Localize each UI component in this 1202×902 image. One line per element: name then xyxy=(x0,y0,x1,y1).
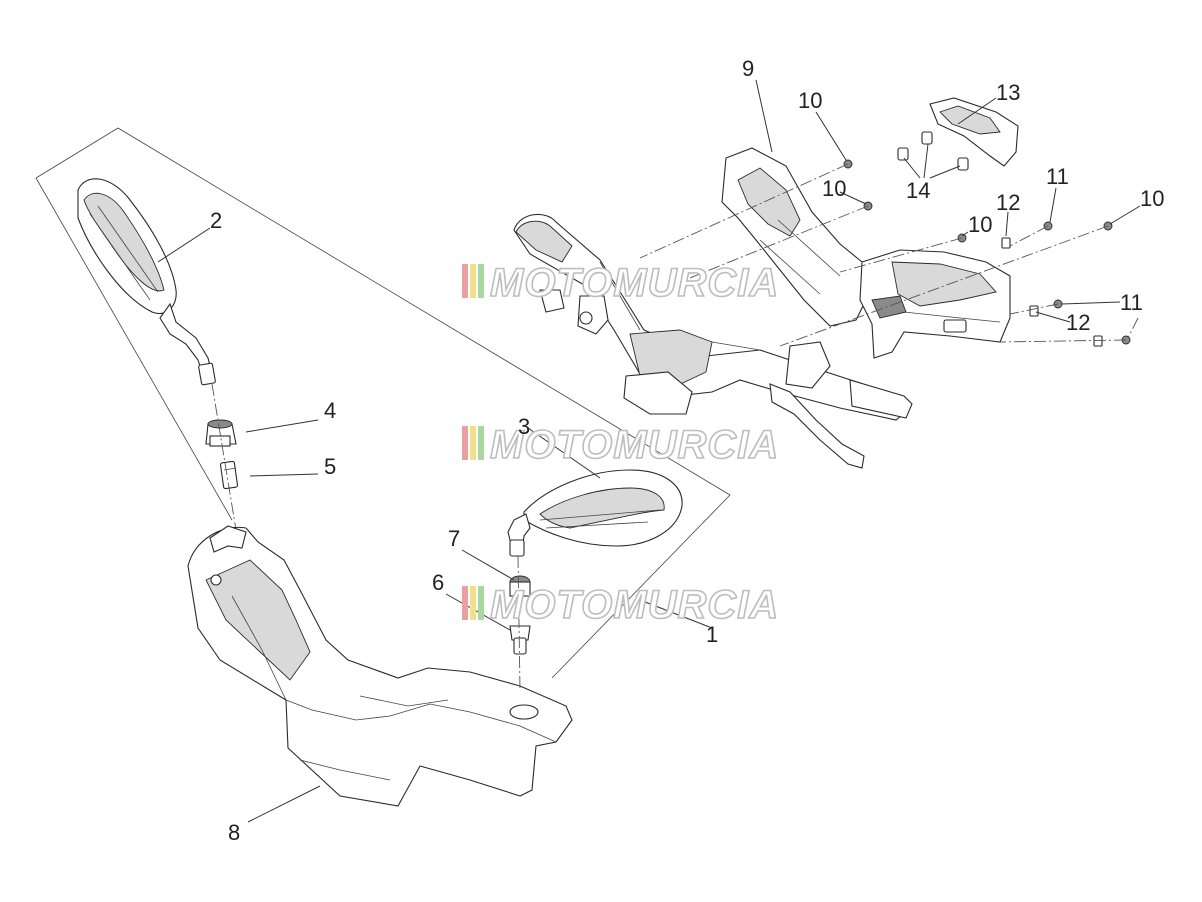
callout-10-c: 10 xyxy=(968,212,992,237)
cover-cap xyxy=(929,97,1019,167)
callout-12-a: 12 xyxy=(996,190,1020,215)
callout-3: 3 xyxy=(518,414,530,439)
clip-set xyxy=(897,131,969,171)
callout-2: 2 xyxy=(210,208,222,233)
callout-10-a: 10 xyxy=(798,88,822,113)
callout-7: 7 xyxy=(448,526,460,551)
watermark-bottom: MOTOMURCIA xyxy=(462,582,779,628)
mirror-adapter-left xyxy=(205,419,237,447)
handlebar-cover xyxy=(187,525,573,807)
watermark-text-bottom: MOTOMURCIA xyxy=(490,583,779,627)
callout-11-a: 11 xyxy=(1046,164,1069,189)
callout-4: 4 xyxy=(324,398,336,423)
mirror-nut-right xyxy=(509,625,531,655)
watermark-top: MOTOMURCIA xyxy=(462,260,779,306)
callout-6: 6 xyxy=(432,570,444,595)
callout-11-b: 11 xyxy=(1120,290,1143,315)
callout-5: 5 xyxy=(324,454,336,479)
mirror-kit-frame xyxy=(35,127,731,679)
callout-10-d: 10 xyxy=(1140,186,1164,211)
callout-12-b: 12 xyxy=(1066,310,1090,335)
mirror-kit-frame-side xyxy=(35,177,233,521)
watermark-middle: MOTOMURCIA xyxy=(462,422,779,468)
watermark-text-top: MOTOMURCIA xyxy=(490,261,779,305)
callout-8: 8 xyxy=(228,820,240,845)
assembly-lines xyxy=(639,163,1139,347)
callout-9: 9 xyxy=(742,56,754,81)
watermark-text-middle: MOTOMURCIA xyxy=(490,423,779,467)
right-mirror xyxy=(507,469,683,557)
callout-14: 14 xyxy=(906,178,930,203)
callout-1: 1 xyxy=(706,622,718,647)
handlebar-assembly xyxy=(513,213,913,469)
rear-handlebar-cover xyxy=(721,147,867,327)
front-handlebar-cover xyxy=(859,249,1011,359)
mirror-adapter-right xyxy=(509,575,531,597)
left-mirror xyxy=(77,178,216,386)
callout-13: 13 xyxy=(996,80,1020,105)
callout-10-b: 10 xyxy=(822,176,846,201)
